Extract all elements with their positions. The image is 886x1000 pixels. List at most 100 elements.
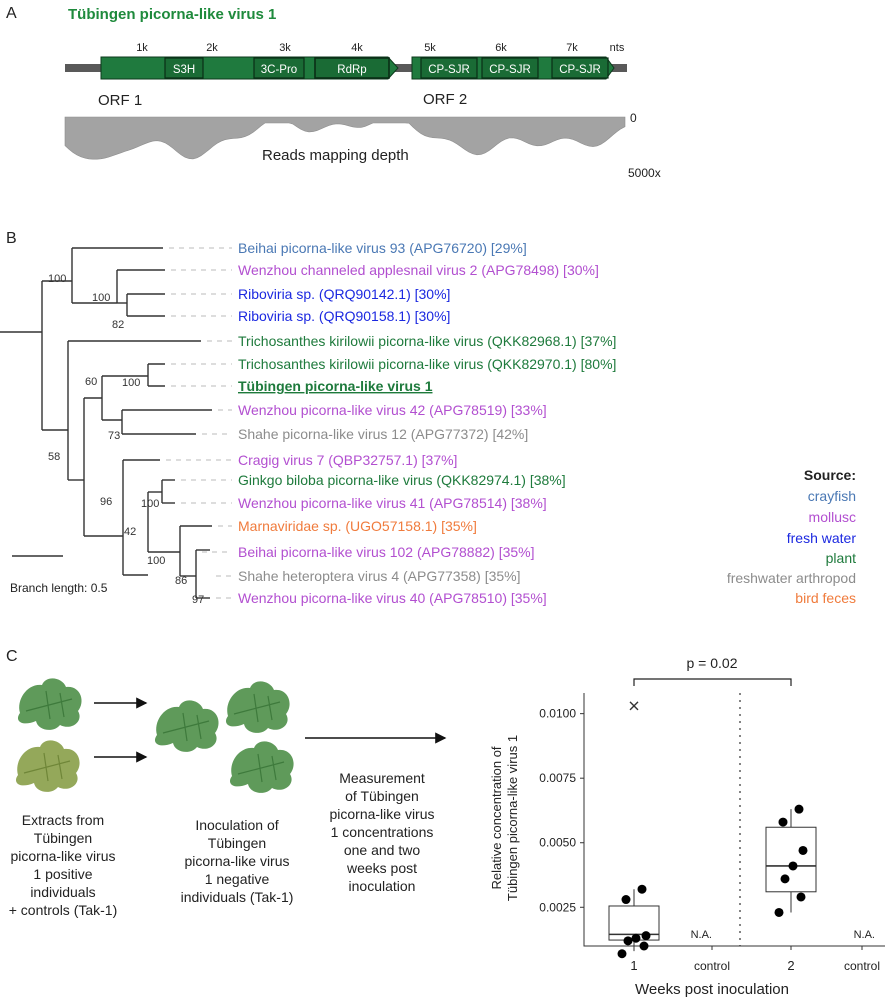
plant-illustrations <box>15 678 294 793</box>
taxon-label: Wenzhou picorna-like virus 41 (APG78514)… <box>238 495 547 511</box>
bootstrap-value: 82 <box>112 319 124 331</box>
step-text-line: 1 negative <box>205 871 270 887</box>
leaf-illustration <box>17 678 82 730</box>
significance-bracket <box>633 678 792 686</box>
taxon-label: Ginkgo biloba picorna-like virus (QKK829… <box>238 472 566 488</box>
data-point <box>778 817 788 827</box>
taxon-label: Wenzhou channeled applesnail virus 2 (AP… <box>238 262 599 278</box>
panel-a: A Tübingen picorna-like virus 1 1k 2k 3k… <box>6 5 661 180</box>
step3-text: Measurement of Tübingen picorna-like vir… <box>329 770 434 894</box>
domain-box <box>164 57 204 79</box>
panel-c-label: C <box>6 648 18 665</box>
domain-label: CP-SJR <box>559 64 601 76</box>
data-point <box>774 907 784 917</box>
depth-axis-top: 0 <box>630 111 637 125</box>
domain-label: CP-SJR <box>428 64 470 76</box>
bootstrap-value: 97 <box>192 594 204 606</box>
step-text-line: 1 positive <box>33 866 92 882</box>
boxes <box>608 701 817 959</box>
step-text-line: 1 concentrations <box>331 824 434 840</box>
depth-axis-bottom: 5000x <box>628 166 661 180</box>
leaf-illustration <box>225 681 290 733</box>
tip-leaders <box>166 247 232 599</box>
genome-title: Tübingen picorna-like virus 1 <box>68 6 276 23</box>
domain-box <box>314 57 390 79</box>
legend-item: plant <box>826 550 856 566</box>
scale-tick-label: 7k <box>566 42 578 54</box>
outlier-marker <box>629 701 639 711</box>
domain-label: 3C-Pro <box>261 64 297 76</box>
taxon-label: Cragig virus 7 (QBP32757.1) [37%] <box>238 452 457 468</box>
plot-axes <box>583 693 885 947</box>
panel-b-label: B <box>6 230 17 247</box>
source-legend: Source: crayfish mollusc fresh water pla… <box>727 467 857 606</box>
legend-item: freshwater arthropod <box>727 570 856 586</box>
step-text-line: inoculation <box>349 878 416 894</box>
bootstrap-value: 58 <box>48 451 60 463</box>
na-label: N.A. <box>691 929 712 941</box>
taxon-label: Beihai picorna-like virus 102 (APG78882)… <box>238 544 535 560</box>
y-tick-label: 0.0100 <box>539 707 576 721</box>
p-value-label: p = 0.02 <box>687 655 738 671</box>
data-point <box>621 895 631 905</box>
x-tick-label: 1 <box>630 958 637 973</box>
step-text-line: Tübingen <box>34 830 92 846</box>
leaf-illustration <box>229 741 294 793</box>
legend-item: fresh water <box>787 530 857 546</box>
branch-scale-label: Branch length: 0.5 <box>10 581 108 595</box>
orf1-label: ORF 1 <box>98 92 142 109</box>
y-axis-title-line2: Tübingen picorna-like virus 1 <box>505 735 520 901</box>
y-axis-title-line1: Relative concentration of <box>489 746 504 889</box>
domain-label: CP-SJR <box>489 64 531 76</box>
bootstrap-value: 100 <box>92 292 110 304</box>
box-iqr <box>765 826 817 893</box>
y-tick-label: 0.0050 <box>539 836 576 850</box>
taxon-label: Shahe heteroptera virus 4 (APG77358) [35… <box>238 568 521 584</box>
step-text-line: Measurement <box>339 770 425 786</box>
genome-scale: 1k 2k 3k 4k 5k 6k 7k nts <box>136 42 625 54</box>
domain-label: S3H <box>173 64 195 76</box>
bootstrap-value: 100 <box>122 377 140 389</box>
step2-text: Inoculation of Tübingen picorna-like vir… <box>181 817 294 905</box>
scale-tick-label: 6k <box>495 42 507 54</box>
data-point <box>623 936 633 946</box>
bootstrap-value: 100 <box>48 273 66 285</box>
taxon-label: Tübingen picorna-like virus 1 <box>238 378 433 394</box>
bootstrap-value: 100 <box>141 498 159 510</box>
data-point <box>631 933 641 943</box>
bootstrap-value: 96 <box>100 496 112 508</box>
taxon-label: Wenzhou picorna-like virus 40 (APG78510)… <box>238 590 547 606</box>
step-text-line: picorna-like virus <box>10 848 115 864</box>
taxon-label: Riboviria sp. (QRQ90142.1) [30%] <box>238 286 450 302</box>
bootstrap-value: 60 <box>85 376 97 388</box>
domain-box <box>253 57 305 79</box>
step-text-line: of Tübingen <box>345 788 419 804</box>
step-text-line: individuals <box>30 884 95 900</box>
bootstrap-value: 86 <box>175 575 187 587</box>
panel-b: B <box>0 230 856 606</box>
step-text-line: Tübingen <box>208 835 266 851</box>
step-text-line: Inoculation of <box>195 817 278 833</box>
phylogenetic-tree <box>0 247 212 599</box>
bootstrap-value: 100 <box>147 555 165 567</box>
scale-tick-label: 4k <box>351 42 363 54</box>
taxon-label: Wenzhou picorna-like virus 42 (APG78519)… <box>238 402 547 418</box>
step-text-line: + controls (Tak-1) <box>9 902 118 918</box>
data-point <box>637 884 647 894</box>
data-point <box>780 874 790 884</box>
panel-a-label: A <box>6 5 17 22</box>
panel-c: C <box>6 648 885 998</box>
bootstrap-value: 73 <box>108 430 120 442</box>
x-axis-title: Weeks post inoculation <box>635 981 789 998</box>
domain-box <box>481 57 539 79</box>
data-point <box>796 892 806 902</box>
taxa-labels: Beihai picorna-like virus 93 (APG76720) … <box>238 240 616 606</box>
legend-item: bird feces <box>795 590 856 606</box>
data-point <box>788 861 798 871</box>
step-text-line: weeks post <box>346 860 417 876</box>
taxon-label: Trichosanthes kirilowii picorna-like vir… <box>238 356 616 372</box>
legend-item: crayfish <box>808 488 856 504</box>
leaf-illustration <box>154 700 219 752</box>
step-text-line: Extracts from <box>22 812 104 828</box>
